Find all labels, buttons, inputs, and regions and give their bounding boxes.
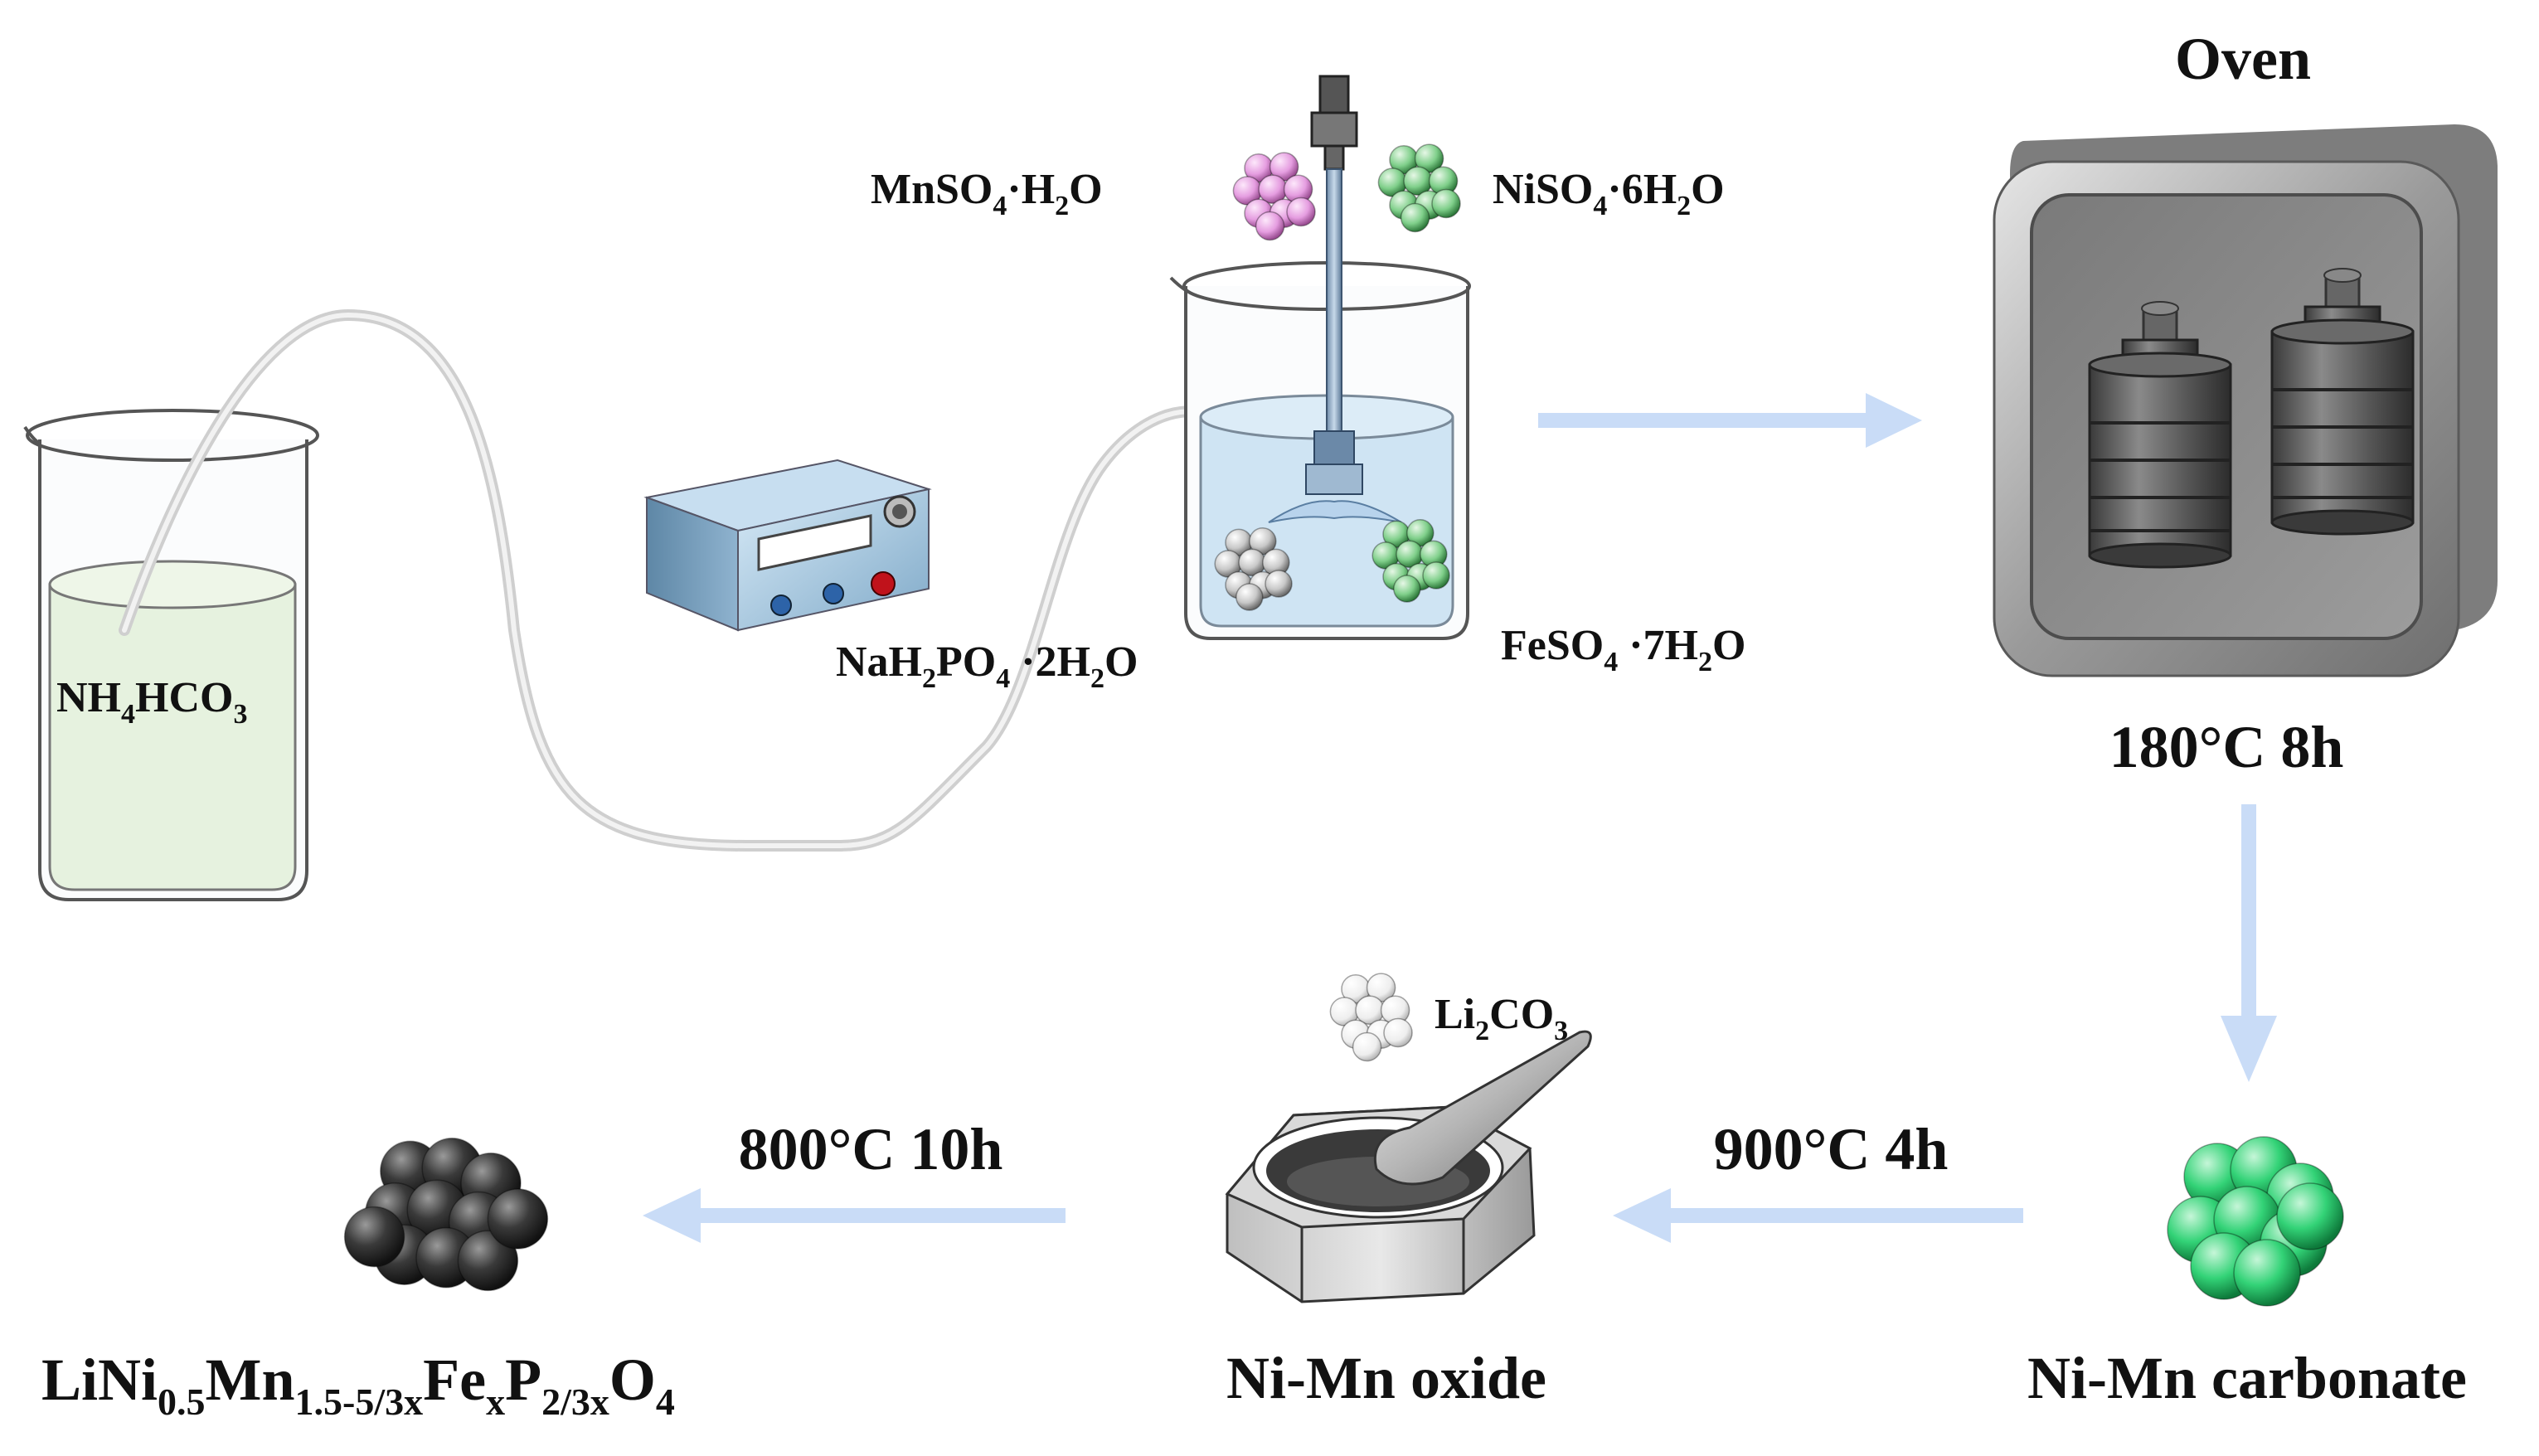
label-niso4: NiSO4·6H2O bbox=[1493, 166, 1725, 221]
li2co3-particles bbox=[1329, 973, 1413, 1062]
ni-mn-carbonate-particle bbox=[2276, 1182, 2344, 1250]
feso4-particle bbox=[1236, 583, 1264, 611]
feso4-particles bbox=[1214, 527, 1293, 611]
ni-mn-carbonate-particle bbox=[2233, 1239, 2301, 1307]
mortar-and-pestle bbox=[1225, 1030, 1592, 1303]
autoclave-left bbox=[2088, 301, 2232, 569]
label-feso4: FeSO4 ·7H2O bbox=[1501, 622, 1745, 677]
step-calcine-900: 900°C 4h bbox=[1714, 1116, 1949, 1182]
process-arrows bbox=[643, 393, 2277, 1243]
autoclave-right bbox=[2270, 268, 2415, 536]
oven bbox=[1993, 124, 2498, 677]
arrow-to-oven bbox=[1538, 393, 1922, 448]
li2co3-particle bbox=[1352, 1031, 1382, 1062]
niso4-particle bbox=[1400, 202, 1430, 233]
oven-condition: 180°C 8h bbox=[2109, 714, 2344, 780]
mnso4-particles bbox=[1232, 152, 1316, 241]
label-ni-mn-carbonate: Ni-Mn carbonate bbox=[2027, 1345, 2467, 1411]
final-product-particles bbox=[343, 1138, 549, 1292]
peristaltic-pump bbox=[643, 459, 932, 632]
label-mnso4: MnSO4·H2O bbox=[871, 166, 1103, 221]
li2co3-particle bbox=[1383, 1017, 1413, 1048]
ni-mn-carbonate-particles bbox=[2167, 1136, 2344, 1307]
arrow-to-oxide bbox=[1613, 1188, 2023, 1243]
niso4-particle bbox=[1393, 575, 1421, 603]
mechanical-stirrer bbox=[1268, 75, 1402, 523]
final-product-particle bbox=[343, 1206, 405, 1268]
label-ni-mn-oxide: Ni-Mn oxide bbox=[1226, 1345, 1546, 1411]
niso4-particle bbox=[1422, 561, 1450, 590]
label-li2co3: Li2CO3 bbox=[1435, 991, 1568, 1046]
arrow-to-final bbox=[643, 1188, 1066, 1243]
step-calcine-800: 800°C 10h bbox=[739, 1116, 1003, 1182]
mnso4-particle bbox=[1255, 211, 1285, 241]
label-nah2po4: NaH2PO4 ·2H2O bbox=[836, 638, 1138, 694]
feso4-particle bbox=[1265, 570, 1293, 598]
label-final-product: LiNi0.5Mn1.5-5/3xFexP2/3xO4 bbox=[41, 1347, 675, 1423]
niso4-particles bbox=[1377, 143, 1461, 233]
beaker-nh4hco3 bbox=[23, 409, 319, 901]
final-product-particle bbox=[457, 1230, 519, 1292]
niso4-particle bbox=[1431, 188, 1461, 219]
final-product-particle bbox=[487, 1188, 549, 1250]
mnso4-particle bbox=[1286, 197, 1316, 227]
niso4-particles-in-beaker bbox=[1371, 519, 1450, 603]
oven-title: Oven bbox=[2175, 26, 2311, 92]
label-nh4hco3: NH4HCO3 bbox=[56, 674, 247, 730]
arrow-down-to-carbonate bbox=[2221, 804, 2277, 1082]
